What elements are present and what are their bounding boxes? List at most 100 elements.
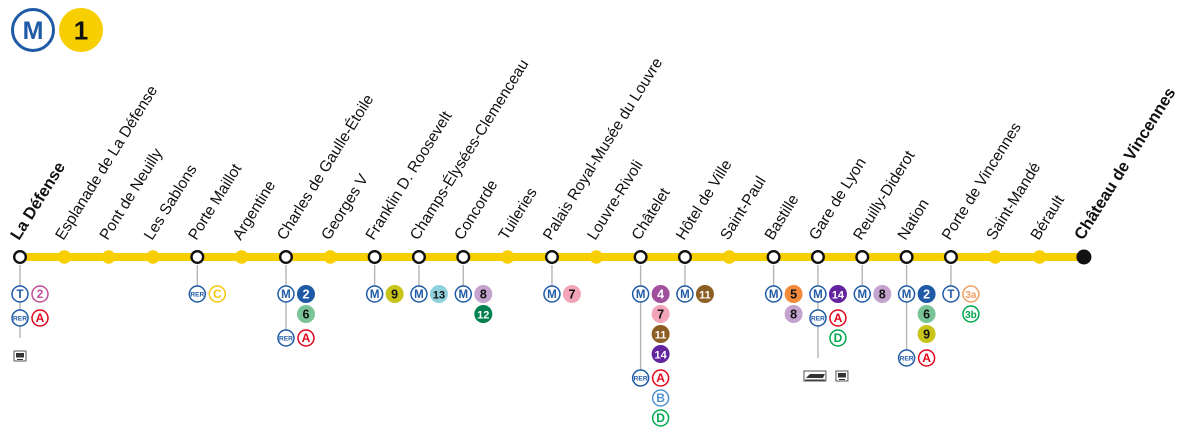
svg-text:6: 6 xyxy=(923,307,930,321)
svg-text:14: 14 xyxy=(654,349,667,361)
rer-mode-icon xyxy=(897,349,916,367)
station-label-concorde: Concorde xyxy=(451,177,501,243)
svg-text:11: 11 xyxy=(699,289,711,301)
terminus-stop xyxy=(1076,249,1092,265)
station-stop-champs-elysees-clemenceau xyxy=(411,249,426,264)
rer-line-A-badge xyxy=(31,309,49,327)
svg-text:M: M xyxy=(547,289,557,301)
metro-line-4-badge xyxy=(651,285,670,303)
svg-text:2: 2 xyxy=(303,287,310,301)
tram-mode-icon xyxy=(942,285,960,303)
station-stop-hotel-de-ville xyxy=(677,249,692,264)
svg-text:14: 14 xyxy=(832,289,845,301)
metro-mode-icon xyxy=(365,285,384,303)
svg-text:M: M xyxy=(769,289,779,301)
station-label-porte-de-vincennes: Porte de Vincennes xyxy=(939,119,1025,243)
rer-mode-icon xyxy=(11,309,29,327)
rer-line-A-badge xyxy=(917,349,936,367)
station-stop-berault xyxy=(1032,250,1047,264)
tram-line-3b-badge xyxy=(962,305,980,323)
rer-line-A-badge xyxy=(829,309,847,327)
station-stop-reuilly-diderot xyxy=(855,249,870,264)
line-header: M 1 xyxy=(11,8,103,52)
station-stop-les-sablons xyxy=(146,250,160,264)
station-stop-porte-maillot xyxy=(190,249,205,264)
metro-line-7-badge xyxy=(651,305,670,323)
svg-text:M: M xyxy=(857,289,867,301)
svg-text:M: M xyxy=(281,289,291,301)
svg-text:M: M xyxy=(414,289,424,301)
station-label-bastille: Bastille xyxy=(762,192,803,243)
rer-mode-icon xyxy=(277,329,295,347)
station-stop-palais-royal-musee-du-louvre xyxy=(544,249,559,264)
svg-text:A: A xyxy=(922,351,931,365)
rer-mode-icon xyxy=(809,309,827,327)
svg-text:2: 2 xyxy=(923,287,930,301)
svg-text:D: D xyxy=(834,331,843,345)
station-stop-esplanade-de-la-defense xyxy=(57,250,72,264)
connections-porte-maillot: RER C xyxy=(188,265,227,303)
metro-line-6-badge xyxy=(917,305,936,323)
station-label-tuileries: Tuileries xyxy=(496,185,541,243)
station-label-chateau-de-vincennes: Château de Vincennes xyxy=(1071,85,1179,244)
station-stop-gare-de-lyon xyxy=(810,249,825,264)
svg-text:9: 9 xyxy=(923,327,930,341)
rer-mode-icon xyxy=(188,285,207,303)
station-stop-saint-mande xyxy=(988,250,1003,264)
metro-line-8-badge xyxy=(784,305,803,323)
metro-line-13-badge xyxy=(429,285,448,303)
metro-mode-icon xyxy=(676,285,694,303)
svg-text:7: 7 xyxy=(568,287,575,301)
metro-line-6-badge xyxy=(296,305,315,323)
svg-text:C: C xyxy=(213,287,222,301)
metro-mode-icon xyxy=(897,285,916,303)
metro-line-11-badge xyxy=(651,325,670,343)
svg-text:B: B xyxy=(656,391,665,405)
tram-line-3a-badge xyxy=(962,285,980,303)
station-stop-saint-paul xyxy=(722,250,737,264)
metro-logo-circle xyxy=(11,8,55,52)
station-label-berault: Bérault xyxy=(1028,192,1069,243)
metro-line-11-badge xyxy=(695,285,714,303)
station-stop-porte-de-vincennes xyxy=(943,249,958,264)
svg-text:RER: RER xyxy=(900,355,914,362)
train-icon xyxy=(13,350,27,362)
rer-line-B-badge xyxy=(651,389,670,407)
svg-text:RER: RER xyxy=(279,335,293,342)
station-stop-argentine xyxy=(234,250,249,264)
svg-text:RER: RER xyxy=(634,375,648,382)
svg-text:6: 6 xyxy=(303,307,310,321)
rer-line-A-badge xyxy=(651,369,670,387)
station-stop-louvre-rivoli xyxy=(589,250,604,264)
svg-text:9: 9 xyxy=(391,287,398,301)
metro-line-9-badge xyxy=(385,285,404,303)
metro-line-8-badge xyxy=(873,285,892,303)
svg-text:3a: 3a xyxy=(965,290,977,301)
rer-mode-icon xyxy=(631,369,650,387)
metro-line-14-badge xyxy=(651,345,670,363)
metro-mode-icon xyxy=(631,285,650,303)
svg-text:RER: RER xyxy=(190,291,204,298)
rer-line-C-badge xyxy=(208,285,227,303)
metro-mode-icon xyxy=(764,285,783,303)
metro-line-2-badge xyxy=(917,285,936,303)
svg-text:RER: RER xyxy=(13,315,27,322)
svg-text:7: 7 xyxy=(657,307,664,321)
line-number-badge xyxy=(59,8,103,52)
station-stop-franklin-d-roosevelt xyxy=(367,249,382,264)
metro-line-12-badge xyxy=(474,305,493,323)
metro-logo-letter: M xyxy=(23,17,44,45)
svg-text:3b: 3b xyxy=(965,310,977,321)
station-stop-tuileries xyxy=(500,250,515,264)
svg-text:11: 11 xyxy=(655,329,667,341)
station-stop-charles-de-gaulle-etoile xyxy=(278,249,293,264)
